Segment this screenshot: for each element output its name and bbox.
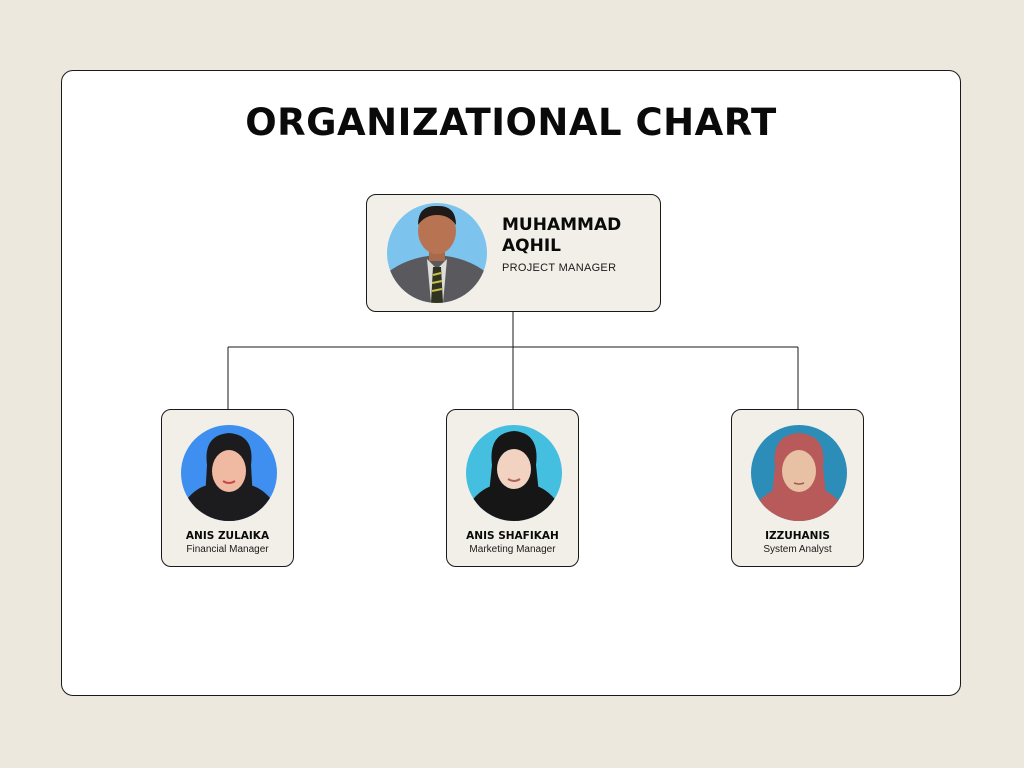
member-name-3: IZZUHANIS (765, 530, 830, 542)
manager-name: MUHAMMAD AQHIL (502, 215, 622, 256)
member-role-1: Financial Manager (186, 544, 269, 555)
chart-title: ORGANIZATIONAL CHART (245, 101, 777, 144)
member-name-1: ANIS ZULAIKA (185, 530, 270, 542)
member-role-3: System Analyst (763, 544, 832, 555)
manager-photo (387, 203, 487, 303)
manager-role: PROJECT MANAGER (502, 262, 617, 274)
connector-lines (227, 312, 799, 409)
member-name-2: ANIS SHAFIKAH (466, 530, 559, 542)
chart-card: ORGANIZATIONAL CHART (61, 70, 961, 696)
manager-node: MUHAMMAD AQHIL PROJECT MANAGER (366, 194, 661, 312)
member-node-2: ANIS SHAFIKAH Marketing Manager (446, 409, 579, 567)
member-node-1: ANIS ZULAIKA Financial Manager (161, 409, 294, 567)
member-photo-2 (466, 425, 562, 521)
member-role-2: Marketing Manager (469, 544, 556, 555)
member-node-3: IZZUHANIS System Analyst (731, 409, 864, 567)
member-photo-1 (181, 425, 277, 521)
member-photo-3 (751, 425, 847, 521)
